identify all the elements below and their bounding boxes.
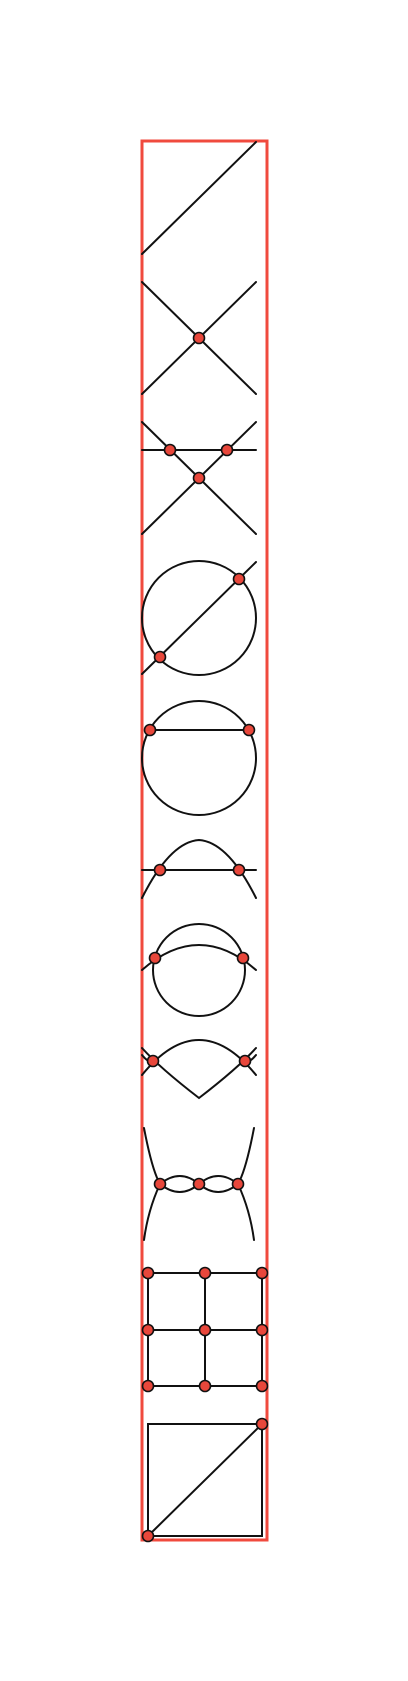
point-left	[153, 1177, 167, 1191]
square-diagonal	[147, 1423, 263, 1537]
panel-three-line-triangle-arrangement	[141, 421, 257, 535]
right-lower-curve	[237, 1183, 255, 1241]
point-center	[192, 1177, 206, 1191]
grid-point-1-1	[141, 1266, 155, 1280]
panel-square-with-diagonal	[141, 1417, 269, 1543]
point-right	[231, 1177, 245, 1191]
point-left	[153, 863, 167, 877]
point-upper-right	[232, 572, 246, 586]
point-bottom	[192, 471, 206, 485]
panel-three-by-three-grid	[141, 1266, 269, 1393]
right-upper-curve	[237, 1127, 255, 1185]
panel-two-lobe-chain-with-curves	[143, 1127, 255, 1241]
grid-point-2-2	[198, 1323, 212, 1337]
upper-arc	[141, 1039, 257, 1076]
point-right	[232, 863, 246, 877]
point-left	[163, 443, 177, 457]
panel-circle-with-horizontal-chord	[141, 700, 257, 816]
panel-circle-with-chord-diagonal	[141, 560, 257, 676]
panel-single-diagonal-line	[141, 141, 257, 255]
point-left	[148, 951, 162, 965]
crossing-point	[192, 331, 206, 345]
left-lower-curve	[143, 1183, 161, 1241]
point-right	[236, 951, 250, 965]
panel-lens-two-arcs	[141, 1039, 257, 1100]
grid-point-2-1	[141, 1323, 155, 1337]
grid-point-3-2	[198, 1379, 212, 1393]
outer-border	[140, 139, 269, 1542]
grid-point-2-3	[255, 1323, 269, 1337]
point-right	[242, 723, 256, 737]
left-upper-curve	[143, 1127, 161, 1185]
grid-point-1-2	[198, 1266, 212, 1280]
point-top-right	[255, 1417, 269, 1431]
grid-point-3-3	[255, 1379, 269, 1393]
point-lower-left	[153, 650, 167, 664]
panel-circle-with-crossing-arc	[141, 923, 257, 1017]
panel-arc-over-horizontal-line	[141, 838, 257, 899]
lower-arc	[141, 1047, 257, 1100]
circle	[141, 700, 257, 816]
point-bottom-left	[141, 1529, 155, 1543]
circle	[141, 560, 257, 676]
diagonal-line	[141, 141, 257, 255]
point-right	[238, 1054, 252, 1068]
circle	[152, 923, 246, 1017]
point-left	[146, 1054, 160, 1068]
grid-point-3-1	[141, 1379, 155, 1393]
point-right	[220, 443, 234, 457]
point-left	[143, 723, 157, 737]
square	[147, 1423, 263, 1537]
grid-point-1-3	[255, 1266, 269, 1280]
panel-two-crossing-lines	[141, 281, 257, 395]
